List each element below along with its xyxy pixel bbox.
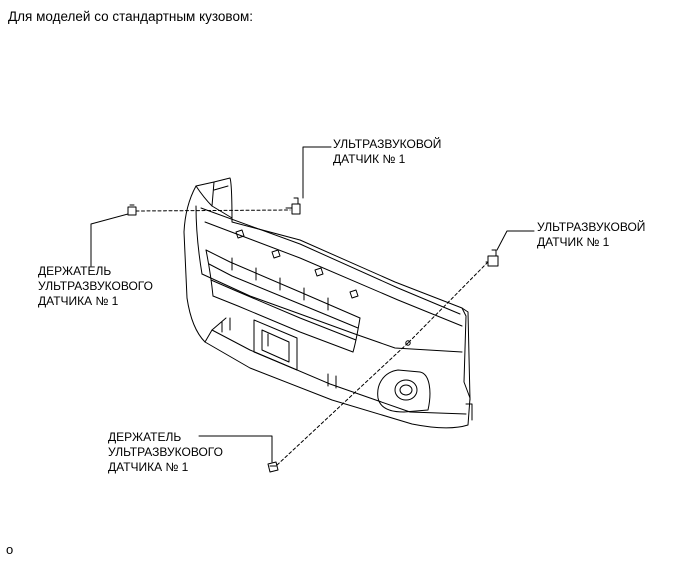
label-sensor-right: УЛЬТРАЗВУКОВОЙ ДАТЧИК № 1 (537, 220, 646, 249)
label-sensor-top: УЛЬТРАЗВУКОВОЙ ДАТЧИК № 1 (333, 137, 442, 166)
sensor-holder-bottom (267, 461, 279, 473)
front-bumper (183, 177, 473, 429)
leader-lines (90, 146, 535, 463)
ultrasonic-sensor-top (285, 197, 301, 215)
page-heading: Для моделей со стандартным кузовом: (8, 9, 253, 24)
sensor-holder-left (127, 204, 137, 216)
dashed-line-bottom (275, 342, 409, 467)
label-holder-bottom: ДЕРЖАТЕЛЬ УЛЬТРАЗВУКОВОГО ДАТЧИКА № 1 (108, 430, 223, 474)
dashed-line-right (407, 261, 489, 344)
ultrasonic-sensor-right (485, 249, 499, 267)
dashed-line-top (135, 209, 291, 212)
leader-holder-left (90, 213, 129, 267)
label-holder-left: ДЕРЖАТЕЛЬ УЛЬТРАЗВУКОВОГО ДАТЧИКА № 1 (38, 264, 153, 308)
leader-sensor-right (496, 230, 535, 251)
footer-mark: o (6, 542, 14, 557)
leader-sensor-top (302, 146, 332, 199)
leader-holder-bottom (198, 435, 273, 463)
connector-lines (135, 209, 489, 467)
